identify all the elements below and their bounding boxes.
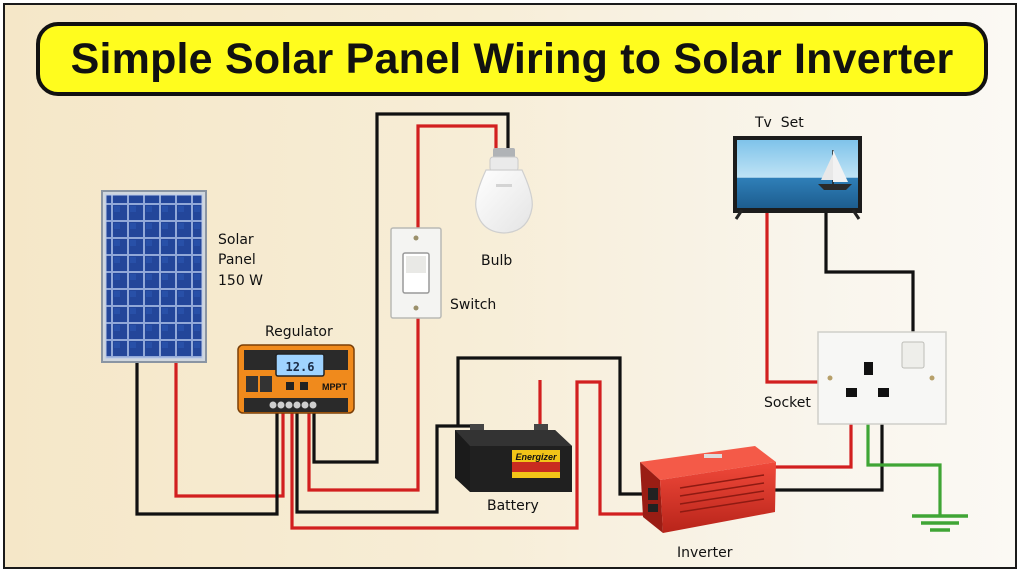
wall-socket bbox=[817, 331, 947, 425]
charge-controller: 12.6 MPPT bbox=[237, 344, 355, 414]
battery-label: Battery bbox=[487, 498, 539, 514]
regulator-label: Regulator bbox=[265, 324, 333, 340]
controller-lcd-readout: 12.6 bbox=[286, 360, 315, 374]
solar-panel bbox=[101, 190, 207, 363]
wire-load-negative bbox=[312, 112, 510, 464]
ground-icon bbox=[912, 514, 968, 532]
solar-panel-label-2: Panel bbox=[218, 252, 256, 268]
wire-tv-live bbox=[765, 213, 836, 384]
controller-mppt-label: MPPT bbox=[322, 382, 348, 392]
wire-panel-positive bbox=[174, 362, 285, 498]
battery-brand: Energizer bbox=[515, 452, 557, 462]
title-banner: Simple Solar Panel Wiring to Solar Inver… bbox=[36, 22, 988, 96]
bulb-label: Bulb bbox=[481, 253, 512, 269]
inverter-label: Inverter bbox=[677, 545, 733, 561]
wire-panel-negative bbox=[135, 362, 279, 516]
wire-ac-neutral bbox=[770, 398, 884, 492]
bulb-icon bbox=[475, 148, 533, 234]
tv-label: Tv Set bbox=[754, 115, 804, 131]
wire-load-positive bbox=[307, 312, 420, 492]
inverter bbox=[640, 446, 776, 533]
switch-label: Switch bbox=[450, 297, 496, 313]
light-switch bbox=[390, 227, 442, 319]
solar-panel-label-1: Solar bbox=[218, 232, 254, 248]
wires bbox=[135, 112, 942, 530]
tv-set bbox=[733, 136, 862, 220]
page-title: Simple Solar Panel Wiring to Solar Inver… bbox=[70, 34, 954, 83]
wire-battery-negative bbox=[295, 412, 470, 514]
battery: Energizer bbox=[455, 424, 572, 492]
socket-label: Socket bbox=[764, 395, 811, 411]
wire-switch-bulb bbox=[416, 124, 498, 238]
wire-battery-positive bbox=[290, 380, 657, 530]
wire-tv-neutral bbox=[824, 213, 915, 336]
solar-panel-label-3: 150 W bbox=[218, 273, 263, 289]
wire-inverter-negative bbox=[456, 356, 655, 496]
